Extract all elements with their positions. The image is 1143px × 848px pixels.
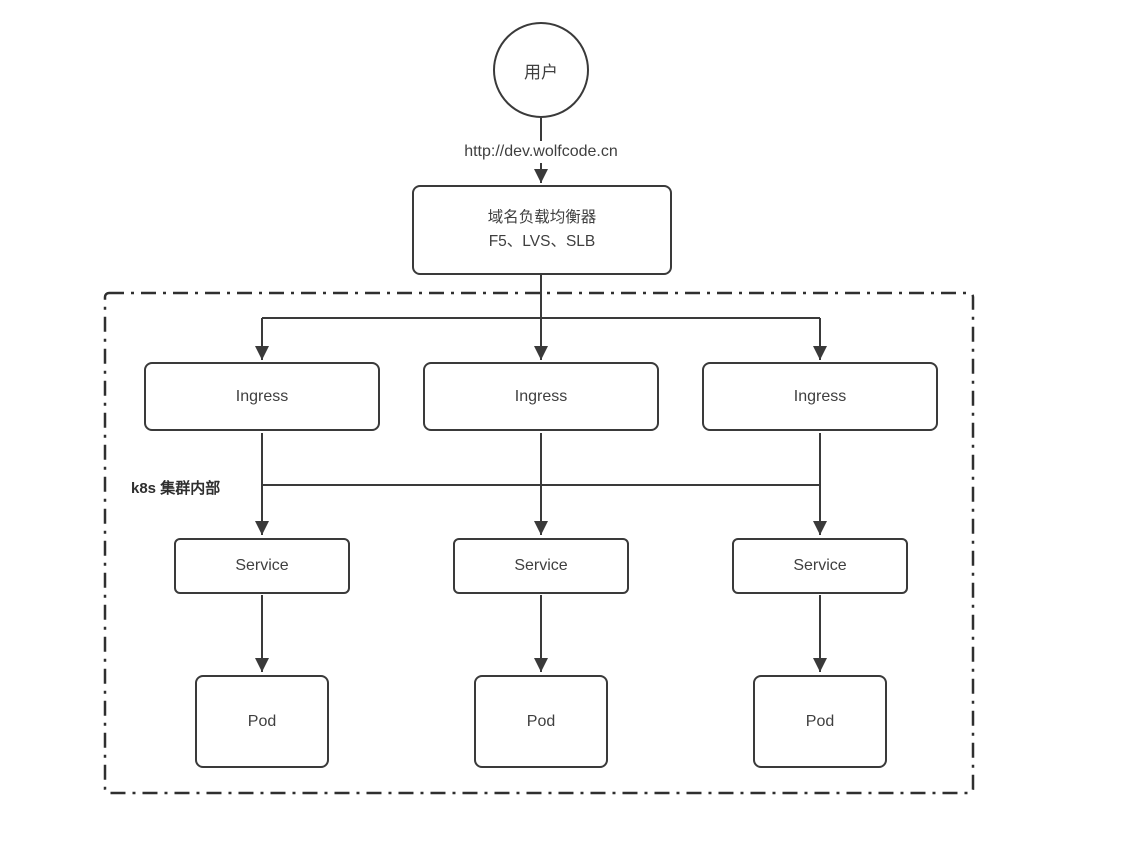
service-node-3: Service <box>732 538 908 594</box>
load-balancer-title: 域名负载均衡器 <box>487 208 597 226</box>
ingress-node-2-label: Ingress <box>514 387 568 405</box>
service-node-2: Service <box>453 538 629 594</box>
pod-node-3: Pod <box>753 675 887 768</box>
service-node-3-label: Service <box>793 557 847 574</box>
pod-node-2-label: Pod <box>526 712 556 730</box>
user-node-label: 用户 <box>524 62 558 82</box>
load-balancer-subtitle: F5、LVS、SLB <box>488 233 596 250</box>
ingress-node-1-label: Ingress <box>235 387 289 405</box>
pod-node-1-label: Pod <box>247 712 277 730</box>
ingress-node-1: Ingress <box>144 362 380 431</box>
cluster-boundary <box>103 291 975 795</box>
pod-node-3-label: Pod <box>805 712 835 730</box>
ingress-node-3: Ingress <box>702 362 938 431</box>
service-node-1: Service <box>174 538 350 594</box>
url-edge-label: http://dev.wolfcode.cn <box>421 141 661 163</box>
pod-node-1: Pod <box>195 675 329 768</box>
pod-node-2: Pod <box>474 675 608 768</box>
ingress-node-3-label: Ingress <box>793 387 847 405</box>
service-node-1-label: Service <box>235 557 289 574</box>
user-node: 用户 <box>493 22 589 118</box>
service-node-2-label: Service <box>514 557 568 574</box>
ingress-node-2: Ingress <box>423 362 659 431</box>
load-balancer-node: 域名负载均衡器 F5、LVS、SLB <box>412 185 672 275</box>
cluster-label: k8s 集群内部 <box>128 476 224 499</box>
